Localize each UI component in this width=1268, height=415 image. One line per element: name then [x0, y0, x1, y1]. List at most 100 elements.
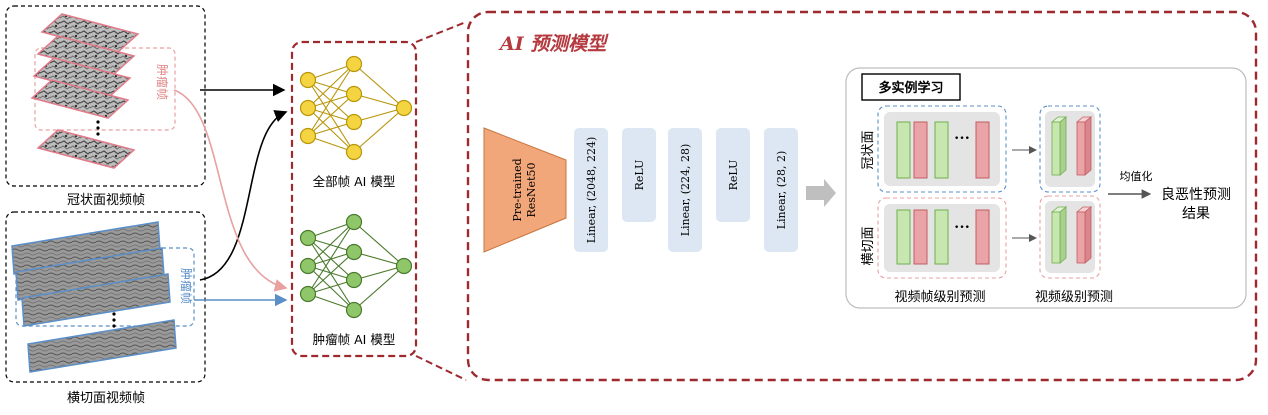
frame-feature-bar-red: [913, 209, 928, 265]
coronal-tumor-label: 肿瘤帧: [155, 64, 170, 100]
mil-title: 多实例学习: [878, 80, 943, 96]
models-box: [290, 40, 418, 358]
transverse-plane-label: 横切面: [861, 226, 876, 265]
network-node: [345, 243, 363, 261]
relu-layer-2: [716, 128, 750, 222]
frame-ellipsis: •••: [954, 134, 970, 144]
network-edge: [353, 265, 405, 281]
network-edge: [353, 221, 405, 267]
frame-feature-bar-red: [975, 209, 990, 265]
frame-feature-bar-green: [896, 209, 911, 265]
frame-feature-bar-red: [975, 121, 990, 179]
network-node: [345, 85, 363, 103]
network-edge: [307, 221, 355, 295]
zoom-connector-top: [415, 21, 467, 43]
frame-to-model-arrows: [173, 83, 288, 307]
linear-layer-2: [668, 128, 702, 252]
network-edge: [307, 221, 355, 267]
coronal-frame-level-box: [877, 105, 1007, 193]
network-node: [299, 127, 317, 145]
transverse-frames-box: [5, 211, 206, 383]
transverse-frames-group: 肿瘤帧 横切面视频帧: [5, 211, 206, 406]
coronal-frames-box: [5, 5, 206, 187]
ellipsis-dot: [112, 318, 116, 322]
network-node: [345, 213, 363, 231]
network-edge: [307, 265, 355, 311]
relu-layer-1-label: ReLU: [633, 160, 646, 191]
frame-ellipsis: •••: [954, 223, 970, 233]
network-edge: [353, 265, 405, 311]
network-node: [345, 143, 363, 161]
coronal-frame-stack: [30, 13, 140, 169]
frame-feature-bar-green: [934, 121, 949, 179]
linear-layer-3: [764, 128, 798, 252]
network-edge: [307, 63, 355, 81]
network-node: [345, 301, 363, 319]
network-edge: [307, 251, 355, 295]
network-edge: [307, 135, 355, 153]
network-edge: [353, 93, 405, 109]
network-edge: [353, 251, 405, 267]
network-edge: [307, 293, 355, 311]
result-label-line1: 良恶性预测: [1161, 187, 1231, 203]
video-feature-bar-red: [1075, 206, 1093, 264]
frame-feature-bar-green: [896, 121, 911, 179]
linear-layer-1-label: Linear, (2048, 224): [585, 137, 598, 244]
network-edge: [307, 221, 355, 239]
network-node: [299, 229, 317, 247]
network-node: [299, 99, 317, 117]
network-edge: [307, 107, 355, 153]
transverse-video-level-box: [1039, 195, 1101, 279]
transverse-caption: 横切面视频帧: [67, 391, 145, 406]
backbone-label-line2: ResNet50: [525, 163, 538, 218]
network-edge: [353, 107, 405, 153]
full-frame-network: [299, 55, 413, 161]
transverse-to-full-arrow: [199, 110, 288, 281]
linear-layer-3-label: Linear, (28, 2): [775, 151, 788, 230]
full-frame-model-label: 全部帧 AI 模型: [313, 174, 396, 189]
averaging-label: 均值化: [1120, 169, 1153, 183]
network-node: [299, 285, 317, 303]
ellipsis-dot: [96, 132, 100, 136]
video-level-caption: 视频级别预测: [1035, 290, 1113, 305]
tumor-frame-model-label: 肿瘤帧 AI 模型: [313, 332, 396, 347]
coronal-frame: [30, 79, 130, 119]
zoom-connector-bottom: [415, 355, 467, 381]
linear-layer-1: [574, 128, 608, 252]
network-edge: [307, 237, 355, 311]
frame-level-caption: 视频帧级别预测: [894, 290, 985, 305]
network-node: [299, 257, 317, 275]
backbone-label-line1: Pre-trained: [511, 158, 524, 221]
mil-box: [845, 67, 1247, 309]
ellipsis-dot: [96, 120, 100, 124]
network-edge: [307, 63, 355, 109]
prediction-model-title: AI 预测模型: [498, 33, 609, 55]
coronal-frames-group: 肿瘤帧 冠状面视频帧: [5, 5, 206, 208]
network-edge: [307, 63, 355, 137]
network-edges: [307, 221, 405, 311]
ellipsis-dot: [112, 324, 116, 328]
network-node: [345, 55, 363, 73]
transverse-tumor-box: [15, 247, 195, 327]
resnet50-backbone: [483, 127, 567, 253]
network-node: [395, 257, 413, 275]
network-nodes: [299, 213, 413, 319]
relu-layer-2-label: ReLU: [727, 160, 740, 191]
coronal-video-level-box: [1039, 105, 1101, 193]
models-group: 全部帧 AI 模型 肿瘤帧 AI 模型: [290, 40, 418, 358]
coronal-frame: [36, 129, 136, 169]
network-nodes: [299, 55, 413, 161]
network-edge: [353, 107, 405, 123]
network-node: [299, 71, 317, 89]
mil-panel: 多实例学习 冠状面 横切面 ••• •••: [845, 67, 1247, 309]
transverse-tumor-label: 肿瘤帧: [179, 268, 194, 304]
frame-feature-bar-green: [934, 209, 949, 265]
network-node: [395, 99, 413, 117]
ellipsis-dot: [96, 126, 100, 130]
frame-feature-bar-red: [913, 121, 928, 179]
video-feature-bar-green: [1050, 116, 1068, 176]
video-feature-bar-green: [1050, 206, 1068, 264]
prediction-model-box: [466, 10, 1258, 382]
video-feature-bar-red: [1075, 116, 1093, 176]
